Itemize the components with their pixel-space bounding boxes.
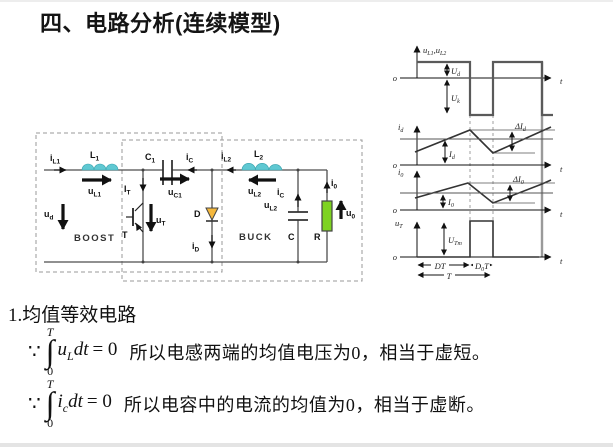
- p2-axis-label: id: [398, 122, 404, 134]
- Uk-label: Uk: [451, 93, 460, 105]
- inductor-L1: [81, 163, 119, 171]
- p1-origin: o: [393, 73, 397, 83]
- UTm-label: UTm: [448, 235, 462, 247]
- buck-label: BUCK: [239, 232, 272, 243]
- p4-label-plates: [431, 260, 490, 281]
- Id-label: Id: [448, 149, 456, 161]
- iL1-label: iL1: [50, 153, 60, 166]
- diode-D: [205, 207, 219, 222]
- i0-label: i0: [331, 178, 338, 191]
- p2-ripple-refs: [470, 129, 555, 154]
- delta-Id-label: ΔId: [514, 121, 527, 133]
- integral-1: T ∫ 0: [45, 325, 55, 379]
- integrand-2: icdt= 0: [57, 391, 112, 415]
- L1-label: L1: [90, 150, 100, 163]
- L2-label: L2: [254, 149, 264, 162]
- ud-label: ud: [44, 209, 54, 222]
- p3-ripple-refs: [468, 182, 555, 204]
- i0-wave: [414, 179, 552, 204]
- waveform-panel: uL1,uL2 Ud Uk o t id Id ΔId o t i0 I0 ΔI…: [393, 45, 563, 281]
- iC-label: iC: [186, 152, 194, 165]
- Ud-label: Ud: [451, 66, 461, 78]
- top-border: [0, 0, 613, 2]
- C1-label: C1: [145, 152, 156, 165]
- circuit-wires: [44, 169, 328, 263]
- uL2-label: uL2: [248, 186, 261, 199]
- formula-row-2: ∵ T ∫ 0 icdt= 0 所以电容中的电流的均值为0，相当于虚断。: [28, 378, 485, 429]
- axes: [400, 45, 552, 261]
- because-symbol: ∵: [28, 341, 41, 364]
- current-arrows: [54, 166, 331, 249]
- capacitor-C1: [162, 160, 173, 185]
- page-title: 四、电路分析(连续模型): [40, 11, 281, 36]
- iD-label: iD: [192, 241, 200, 254]
- DT-label: DT: [434, 261, 447, 271]
- integrand-1: uLdt= 0: [57, 339, 118, 363]
- iL2-label: iL2: [221, 151, 231, 164]
- p3-dim-arrows: [440, 184, 513, 209]
- D0T-label: D0T: [474, 261, 490, 273]
- R-label: R: [314, 232, 321, 242]
- T-span-label: T: [447, 271, 453, 281]
- voltage-arrows: [57, 173, 347, 232]
- buck-region-box: [121, 139, 363, 282]
- boost-region-box: [35, 132, 223, 273]
- uC1-label: uC1: [168, 187, 182, 200]
- I0-label: I0: [447, 197, 454, 209]
- section-heading: 1.均值等效电路: [8, 305, 137, 326]
- p4-axis-label: uT: [395, 218, 403, 230]
- dashed-guides: [469, 115, 494, 257]
- p4-t-label: t: [560, 256, 563, 266]
- p4-origin: o: [393, 252, 397, 262]
- inductor-L2: [241, 163, 283, 171]
- p1-t-label: t: [560, 76, 563, 86]
- D-label: D: [194, 209, 201, 219]
- formula-row-1: ∵ T ∫ 0 uLdt= 0 所以电感两端的均值电压为0，相当于虚短。: [28, 326, 490, 377]
- p3-origin: o: [393, 205, 397, 215]
- transistor-T: [126, 202, 144, 233]
- C-label: C: [288, 232, 295, 242]
- p2-origin: o: [393, 160, 397, 170]
- uT-label: uT: [156, 215, 166, 228]
- p2-t-label: t: [560, 164, 563, 174]
- conclusion-text-1: 所以电感两端的均值电压为0，相当于虚短。: [129, 342, 491, 363]
- id-wave: [414, 126, 552, 154]
- uL-square-wave: [417, 60, 553, 117]
- cap-voltage-label: uL2: [264, 200, 277, 213]
- integral-sign: ∫: [45, 333, 55, 369]
- conclusion-text-2: 所以电容中的电流的均值为0，相当于虚断。: [123, 394, 485, 415]
- p2-dim-arrows: [442, 131, 515, 164]
- p1-axis-label: uL1,uL2: [423, 45, 446, 57]
- capacitor-C: [288, 211, 308, 221]
- iC2-label: iC: [277, 187, 285, 200]
- p3-t-label: t: [560, 209, 563, 219]
- junction-dots: [141, 168, 300, 264]
- IT-label: IT: [124, 184, 131, 197]
- T-label: T: [122, 230, 128, 240]
- uL1-label: uL1: [88, 186, 101, 199]
- u0-label: u0: [346, 208, 356, 221]
- integral-sign: ∫: [45, 385, 55, 421]
- p3-axis-label: i0: [398, 167, 403, 179]
- resistor-R: [321, 200, 333, 232]
- because-symbol: ∵: [28, 393, 41, 416]
- circuit-diagram: iL1 L1 uL1 ud BOOST IT T uT C1 iC uC1 D …: [35, 132, 363, 282]
- uT-pulse: [417, 220, 539, 258]
- bottom-border: [0, 443, 613, 447]
- delta-I0-label: ΔI0: [512, 174, 524, 186]
- integral-2: T ∫ 0: [45, 377, 55, 431]
- boost-label: BOOST: [74, 233, 115, 244]
